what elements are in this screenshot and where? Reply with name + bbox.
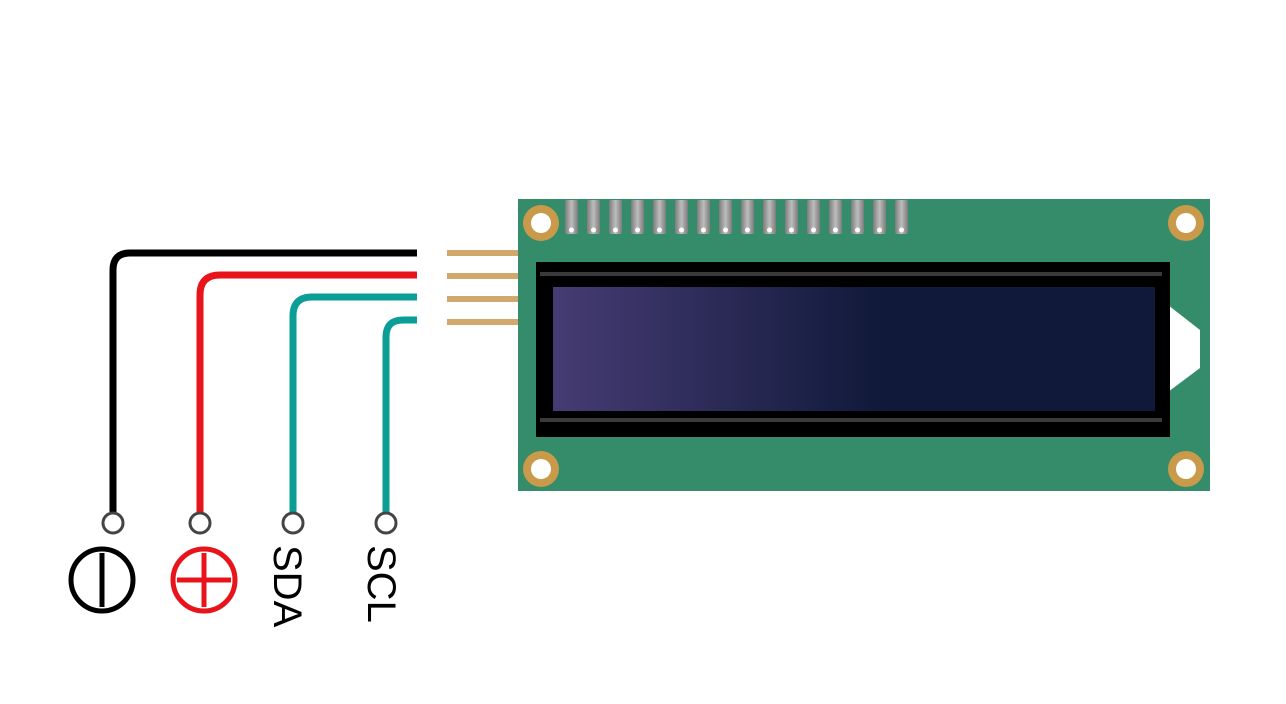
terminal-sda[interactable] [281, 511, 305, 535]
pin-label-scl: SCL [359, 545, 403, 623]
wire-scl [382, 316, 417, 512]
pin-label-sda: SDA [265, 545, 309, 628]
terminal-vcc[interactable] [188, 511, 212, 535]
bezel-highlight-bottom [540, 418, 1162, 422]
header-pin [763, 200, 776, 234]
gnd-minus-icon [68, 546, 136, 614]
header-pin [675, 200, 688, 234]
lcd-module [518, 199, 1210, 491]
header-pin [741, 200, 754, 234]
header-pin [587, 200, 600, 234]
header-pin [697, 200, 710, 234]
mounting-hole [1168, 451, 1204, 487]
lcd-header-pins [565, 200, 908, 234]
wires [109, 249, 417, 512]
wire-terminals [101, 511, 398, 535]
mounting-holes [523, 205, 1204, 487]
i2c-pin [447, 273, 519, 279]
mounting-hole [523, 451, 559, 487]
header-pin [873, 200, 886, 234]
header-pin [653, 200, 666, 234]
header-pin [895, 200, 908, 234]
header-pin [829, 200, 842, 234]
header-pin [565, 200, 578, 234]
header-pin [807, 200, 820, 234]
mounting-hole [1168, 205, 1204, 241]
mounting-hole [523, 205, 559, 241]
bezel-highlight-top [540, 272, 1162, 276]
header-pin [785, 200, 798, 234]
i2c-pin [447, 319, 519, 325]
wire-gnd [109, 249, 417, 512]
header-pin [609, 200, 622, 234]
header-pin [631, 200, 644, 234]
i2c-pin [447, 250, 519, 256]
i2c-header-pins [447, 250, 519, 325]
wire-sda [289, 293, 417, 512]
wire-vcc [196, 271, 417, 512]
terminal-gnd[interactable] [101, 511, 125, 535]
header-pin [719, 200, 732, 234]
i2c-pin [447, 296, 519, 302]
header-pin [851, 200, 864, 234]
lcd-screen [553, 287, 1155, 411]
terminal-scl[interactable] [374, 511, 398, 535]
vcc-plus-icon [170, 546, 238, 614]
contrast-tab [1168, 305, 1200, 392]
